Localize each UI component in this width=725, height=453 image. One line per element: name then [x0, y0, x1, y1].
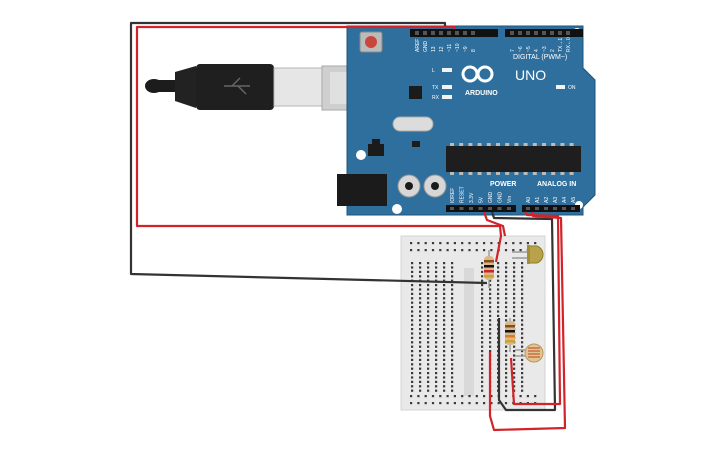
pin-label: A5 — [571, 197, 577, 203]
analog-header — [522, 205, 580, 212]
led-label: RX — [432, 95, 440, 101]
pin-label: GND — [423, 41, 429, 53]
header-pin[interactable] — [553, 207, 557, 210]
header-pin[interactable] — [455, 31, 459, 35]
photoresistor[interactable] — [515, 343, 544, 363]
smd-led — [442, 95, 452, 99]
wire-pin13-red — [135, 25, 503, 263]
wire-5v-red — [482, 211, 507, 237]
atmega-chip — [446, 143, 581, 175]
pin-label: GND — [488, 192, 494, 204]
header-pin[interactable] — [544, 207, 548, 210]
header-pin[interactable] — [439, 31, 443, 35]
header-pin[interactable] — [526, 31, 530, 35]
wire-gnd-power-black — [490, 211, 557, 412]
pin-label: TX→1 — [558, 38, 564, 52]
pin-label: A1 — [535, 197, 541, 203]
pin-label: A0 — [526, 197, 532, 203]
led-label: TX — [432, 85, 439, 91]
header-pin[interactable] — [488, 207, 492, 210]
resistor[interactable] — [505, 318, 515, 352]
header-pin[interactable] — [562, 207, 566, 210]
pin-label: 5V — [479, 196, 485, 203]
header-pin[interactable] — [423, 31, 427, 35]
pin-label: Vin — [507, 196, 513, 203]
header-pin[interactable] — [497, 207, 502, 210]
header-pin[interactable] — [550, 31, 554, 35]
pin-label: 4 — [534, 49, 540, 52]
header-pin[interactable] — [415, 31, 419, 35]
pin-label: 13 — [431, 46, 437, 52]
pin-label: 7 — [510, 49, 516, 52]
header-pin[interactable] — [510, 31, 514, 35]
header-pin[interactable] — [518, 31, 522, 35]
header-pin[interactable] — [478, 207, 483, 210]
header-pin[interactable] — [507, 207, 511, 210]
header-pin[interactable] — [463, 31, 467, 35]
pin-label: ~5 — [526, 46, 532, 52]
pin-label: ~6 — [518, 46, 524, 52]
board-name: UNO — [515, 67, 546, 83]
header-pin[interactable] — [571, 207, 575, 210]
pin-label: RESET — [460, 186, 466, 203]
smd-led — [442, 68, 452, 72]
pin-label: 8 — [471, 49, 477, 52]
center-channel — [464, 268, 474, 396]
voltage-regulator — [368, 144, 384, 156]
digital-label: DIGITAL (PWM~) — [513, 54, 567, 61]
pin-label: 12 — [439, 46, 445, 52]
status-leds: L TX RX — [432, 68, 452, 101]
led-label: L — [432, 68, 435, 74]
header-pin[interactable] — [431, 31, 435, 35]
on-label: ON — [568, 85, 576, 91]
pin-label: A2 — [544, 197, 550, 203]
pin-label: ~10 — [455, 43, 461, 52]
pin-label: GND — [498, 192, 504, 204]
analog-label: ANALOG IN — [537, 181, 576, 188]
pin-label: 3.3V — [469, 192, 475, 203]
breadboard[interactable] — [400, 235, 546, 411]
pin-label: AREF — [415, 39, 421, 52]
pin-label: A3 — [553, 197, 559, 203]
pin-label: ~3 — [542, 46, 548, 52]
power-jack[interactable] — [337, 174, 387, 206]
header-pin[interactable] — [566, 31, 570, 35]
header-pin[interactable] — [447, 31, 451, 35]
power-label: POWER — [490, 181, 516, 188]
header-pin[interactable] — [526, 207, 530, 210]
on-led: ON — [556, 85, 576, 91]
wire-analog-red — [509, 211, 562, 406]
pin-label: RX←0 — [566, 37, 572, 52]
pin-label: A4 — [562, 197, 568, 203]
pin-label: 2 — [550, 49, 556, 52]
pin-label: ~11 — [447, 44, 453, 52]
header-pin[interactable] — [558, 31, 562, 35]
header-pin[interactable] — [542, 31, 546, 35]
wire-gnd-black — [129, 21, 488, 285]
header-pin[interactable] — [534, 31, 538, 35]
header-pin[interactable] — [459, 207, 464, 210]
crystal — [392, 116, 434, 132]
led[interactable] — [512, 245, 544, 264]
smd-led — [442, 85, 452, 89]
usb-chip — [409, 86, 422, 99]
pin-label: IOREF — [450, 188, 456, 203]
wires — [129, 21, 567, 432]
header-pin[interactable] — [535, 207, 539, 210]
arduino-logo: ARDUINO — [461, 65, 498, 97]
header-pin[interactable] — [469, 207, 473, 210]
logo-text: ARDUINO — [465, 90, 498, 97]
pin-label: ~9 — [463, 46, 469, 52]
reset-button[interactable] — [359, 31, 383, 53]
resistor[interactable] — [484, 250, 494, 288]
header-pin[interactable] — [471, 31, 475, 35]
header-pin[interactable] — [450, 207, 454, 210]
digital-header — [410, 29, 583, 37]
